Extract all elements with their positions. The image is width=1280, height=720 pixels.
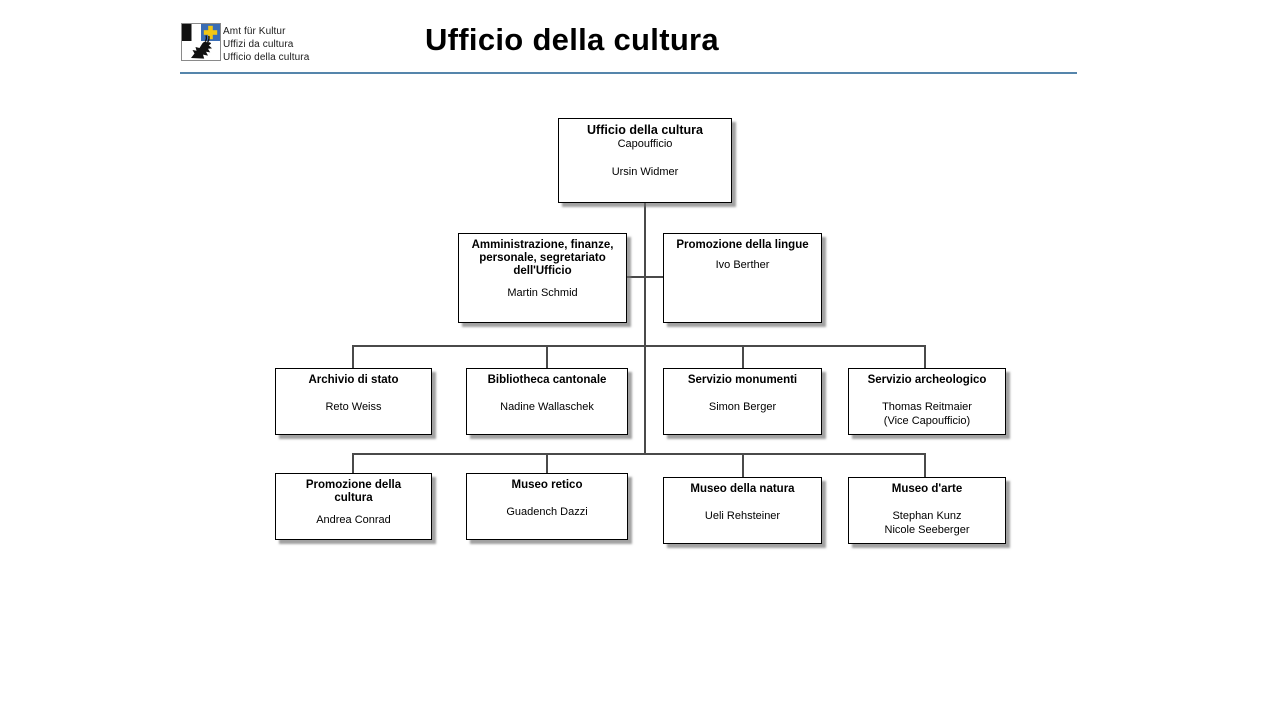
org-node-amministrazione: Amministrazione, finanze, personale, seg… (458, 233, 627, 323)
org-node-bibliotheca-cantonale: Bibliotheca cantonale Nadine Wallaschek (466, 368, 628, 435)
connector-level4-bus (352, 453, 926, 455)
node-person: Nadine Wallaschek (500, 401, 594, 413)
connector-drop-bibliotheca (546, 345, 548, 368)
connector-level3-bus (352, 345, 926, 347)
node-person: Reto Weiss (325, 401, 382, 413)
org-node-archivio-di-stato: Archivio di stato Reto Weiss (275, 368, 432, 435)
node-person: Andrea Conrad (316, 514, 391, 526)
node-title: Museo retico (511, 479, 583, 491)
node-person: Stephan Kunz (892, 510, 962, 522)
node-title: Promozione della cultura (305, 479, 402, 504)
node-subtitle: Capoufficio (617, 138, 673, 150)
connector-drop-museo-natura (742, 453, 744, 477)
node-title: Servizio monumenti (687, 374, 798, 386)
connector-drop-museo-retico (546, 453, 548, 473)
connector-drop-archivio (352, 345, 354, 368)
org-node-servizio-archeologico: Servizio archeologico Thomas Reitmaier (… (848, 368, 1006, 435)
org-node-promozione-lingue: Promozione della lingue Ivo Berther (663, 233, 822, 323)
node-title: Archivio di stato (308, 374, 399, 386)
logo-line-de: Amt für Kultur (223, 26, 286, 37)
node-title: Museo d'arte (891, 483, 963, 495)
node-title: Bibliotheca cantonale (487, 374, 607, 386)
org-node-ufficio-della-cultura: Ufficio della cultura Capoufficio Ursin … (558, 118, 732, 203)
node-person: Ursin Widmer (611, 166, 679, 178)
connector-drop-promozione-cultura (352, 453, 354, 473)
node-person: Simon Berger (708, 401, 777, 413)
connector-drop-museo-darte (924, 453, 926, 477)
ibex-figure (191, 41, 212, 59)
org-node-museo-darte: Museo d'arte Stephan Kunz Nicole Seeberg… (848, 477, 1006, 544)
node-title: Museo della natura (690, 483, 795, 495)
node-person: Guadench Dazzi (506, 506, 588, 518)
node-person: Thomas Reitmaier (882, 401, 972, 413)
node-title: Promozione della lingue (676, 239, 809, 251)
logo-line-it: Ufficio della cultura (223, 52, 310, 63)
page-title: Ufficio della cultura (425, 22, 719, 57)
node-title: Amministrazione, finanze, personale, seg… (471, 239, 614, 277)
graubuenden-coat-of-arms-icon (181, 23, 221, 61)
connector-level2-stub (627, 276, 663, 278)
org-node-servizio-monumenti: Servizio monumenti Simon Berger (663, 368, 822, 435)
org-node-promozione-cultura: Promozione della cultura Andrea Conrad (275, 473, 432, 540)
logo-line-rm: Uffizi da cultura (223, 39, 294, 50)
node-person-role: (Vice Capoufficio) (883, 415, 971, 427)
org-node-museo-retico: Museo retico Guadench Dazzi (466, 473, 628, 540)
logo-text-block: Amt für Kultur Uffizi da cultura Ufficio… (223, 25, 309, 64)
node-person: Nicole Seeberger (884, 524, 970, 536)
node-title: Servizio archeologico (867, 374, 987, 386)
connector-root-vertical (644, 203, 646, 454)
connector-drop-monumenti (742, 345, 744, 368)
node-person: Ueli Rehsteiner (704, 510, 781, 522)
org-node-museo-della-natura: Museo della natura Ueli Rehsteiner (663, 477, 822, 544)
header-divider (180, 72, 1077, 74)
node-title: Ufficio della cultura (587, 123, 703, 137)
node-person: Martin Schmid (507, 287, 578, 299)
node-person: Ivo Berther (715, 259, 770, 271)
connector-drop-archeologico (924, 345, 926, 368)
